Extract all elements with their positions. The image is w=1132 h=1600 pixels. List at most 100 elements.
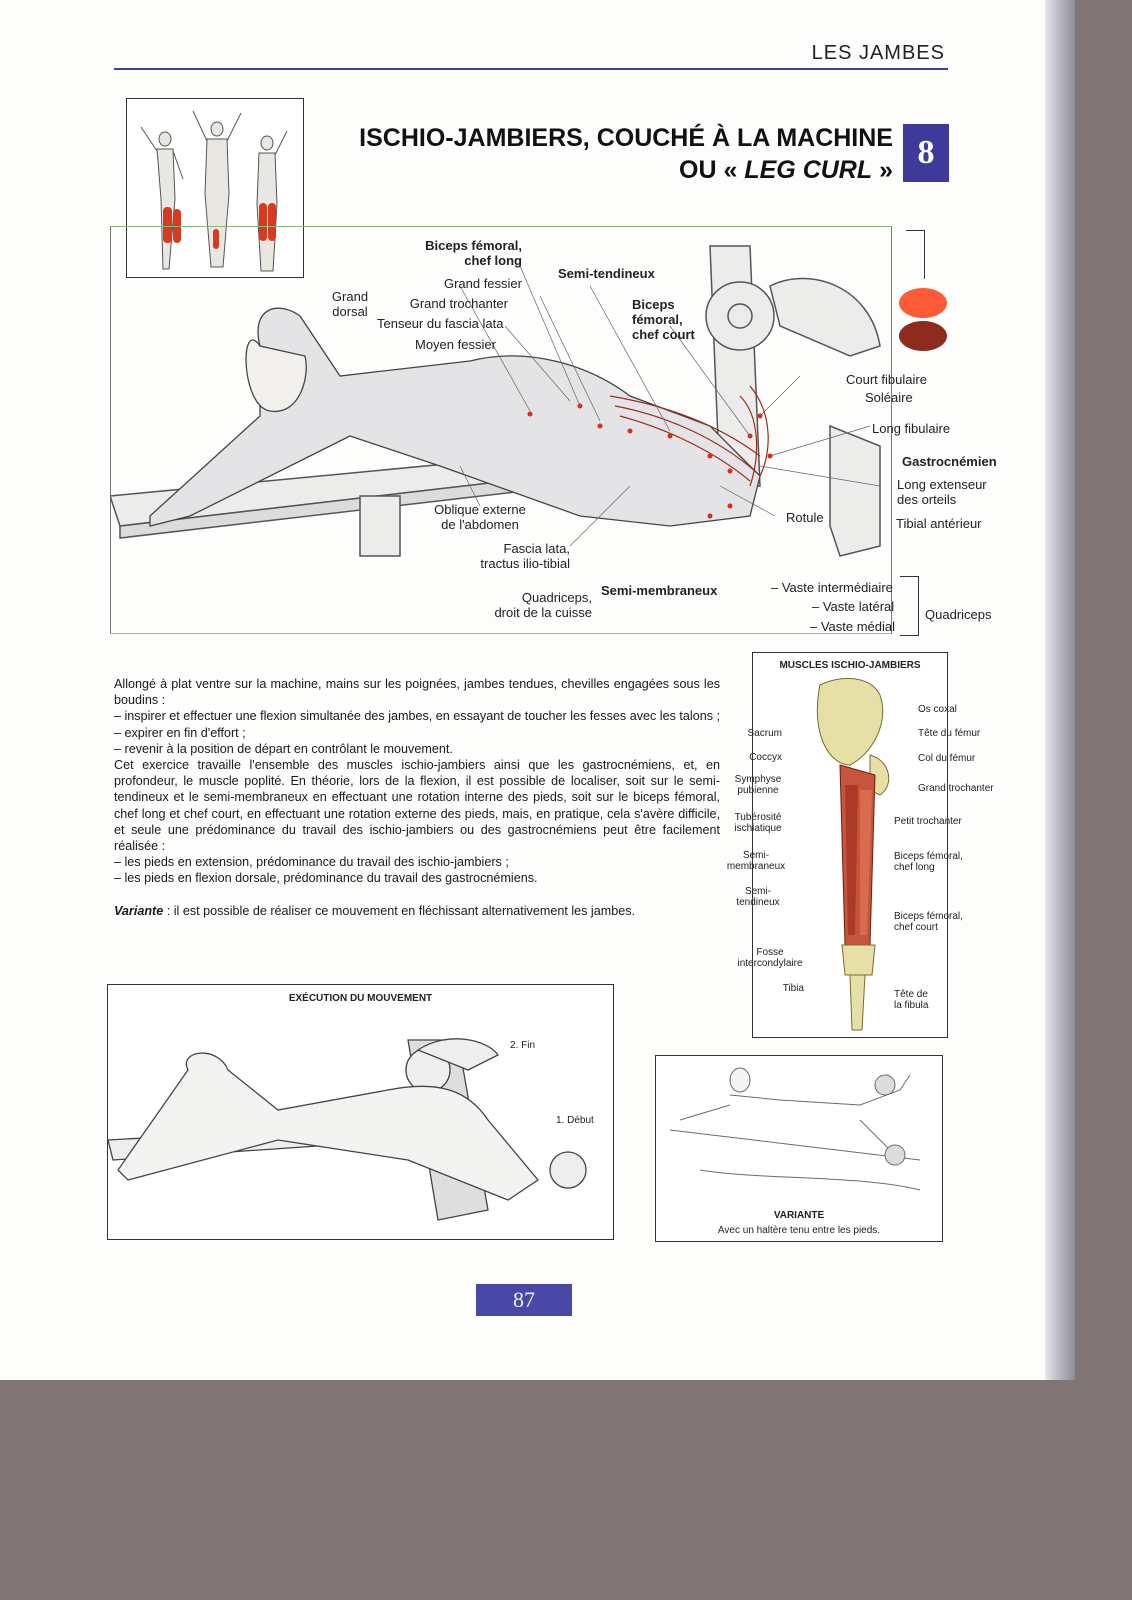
variante-title: VARIANTE <box>773 1210 825 1221</box>
variante-illustration <box>669 1067 921 1191</box>
execution-debut-label: 1. Début <box>556 1115 594 1126</box>
label-long-ext-line2: des orteils <box>897 492 957 507</box>
label-semi-tendineux-small: Semi-tendineux <box>720 886 796 908</box>
label-tuberosite-line2: ischiatique <box>734 823 782 834</box>
label-tete-fibula-line1: Tête de <box>894 989 928 1000</box>
execution-illustration <box>108 1038 587 1221</box>
exercise-number: 8 <box>903 124 949 182</box>
instruction-p5: Cet exercice travaille l'ensemble des mu… <box>114 758 720 854</box>
instruction-p4: – revenir à la position de départ en con… <box>114 741 453 756</box>
legend-bracket <box>906 230 925 279</box>
instructions-text: Allongé à plat ventre sur la machine, ma… <box>114 676 720 919</box>
subtitle-suffix: » <box>879 156 893 184</box>
label-os-coxal: Os coxal <box>918 704 957 715</box>
label-semitend-line1: Semi- <box>744 886 772 897</box>
quadriceps-bracket <box>900 576 919 636</box>
label-biceps-long-line1: Biceps fémoral, <box>425 238 522 253</box>
label-oblique-line2: de l'abdomen <box>441 517 519 532</box>
label-biceps-court-small-line2: chef court <box>894 922 938 933</box>
label-fosse-line1: Fosse <box>756 947 784 958</box>
label-long-ext-line1: Long extenseur <box>897 477 987 492</box>
variante-label: Variante <box>114 903 164 918</box>
label-petit-trochanter: Petit trochanter <box>894 816 962 827</box>
label-sacrum: Sacrum <box>747 728 782 739</box>
header-rule <box>114 68 948 70</box>
main-illustration <box>110 245 881 557</box>
label-grand-trochanter-small: Grand trochanter <box>918 783 994 794</box>
exercise-subtitle: OU « LEG CURL » <box>679 156 893 185</box>
label-col-femur: Col du fémur <box>918 753 976 764</box>
instruction-p6: – les pieds en extension, prédominance d… <box>114 855 509 870</box>
label-tibial: Tibial antérieur <box>896 516 982 531</box>
label-moyen-fessier: Moyen fessier <box>415 337 496 352</box>
label-semi-membraneux-small: Semi-membraneux <box>716 850 796 872</box>
secondary-muscle-marker <box>899 321 947 351</box>
label-quad-droit-line2: droit de la cuisse <box>494 605 592 620</box>
label-soleaire: Soléaire <box>865 390 913 405</box>
label-rotule: Rotule <box>786 510 824 525</box>
label-biceps-court-small-line1: Biceps fémoral, <box>894 911 963 922</box>
label-oblique-line1: Oblique externe <box>434 502 526 517</box>
label-tuberosite-line1: Tubérosité <box>734 812 782 823</box>
ischio-illustration <box>816 677 890 1031</box>
label-tibia: Tibia <box>782 983 804 994</box>
label-fosse-line2: intercondylaire <box>737 958 803 969</box>
label-grand-fessier: Grand fessier <box>443 276 522 291</box>
label-fascia-lata: Fascia lata,tractus ilio-tibial <box>456 541 570 571</box>
instruction-p3: – expirer en fin d'effort ; <box>114 725 246 740</box>
label-biceps-long-line2: chef long <box>464 253 522 268</box>
ischio-panel-title: MUSCLES ISCHIO-JAMBIERS <box>779 660 921 671</box>
variante-text: : il est possible de réaliser ce mouveme… <box>163 903 636 918</box>
label-biceps-long-small: Biceps fémoral,chef long <box>894 851 963 873</box>
book-page: LES JAMBES ISCHIO-JAMBIERS, COUCHÉ À LA … <box>0 0 1055 1380</box>
execution-fin-label: 2. Fin <box>510 1040 536 1051</box>
label-biceps-court-line1: Biceps <box>632 297 675 312</box>
instruction-p1: Allongé à plat ventre sur la machine, ma… <box>114 677 720 708</box>
page-number: 87 <box>476 1284 572 1316</box>
label-vaste-lateral: – Vaste latéral <box>812 599 895 614</box>
label-quad-droit-line1: Quadriceps, <box>521 590 592 605</box>
label-biceps-long-small-line1: Biceps fémoral, <box>894 851 963 862</box>
label-tete-fibula-line2: la fibula <box>894 1000 929 1011</box>
label-tete-femur: Tête du fémur <box>918 728 981 739</box>
primary-muscle-marker <box>899 288 947 318</box>
label-biceps-long: Biceps fémoral,chef long <box>400 238 522 268</box>
label-biceps-court-line3: chef court <box>632 327 695 342</box>
variante-note: Variante : il est possible de réaliser c… <box>114 903 720 919</box>
subtitle-italic: LEG CURL <box>744 156 873 184</box>
label-fascia-line1: Fascia lata, <box>503 541 570 556</box>
label-vaste-medial: – Vaste médial <box>810 619 896 634</box>
label-symphyse-line2: pubienne <box>737 785 779 796</box>
label-semi-membraneux: Semi-membraneux <box>601 583 718 598</box>
variante-caption: Avec un haltère tenu entre les pieds. <box>717 1225 881 1236</box>
exercise-title: ISCHIO-JAMBIERS, COUCHÉ À LA MACHINE <box>359 124 893 152</box>
label-quadriceps: Quadriceps <box>925 607 992 622</box>
label-fascia-line2: tractus ilio-tibial <box>480 556 570 571</box>
label-biceps-long-small-line2: chef long <box>894 862 935 873</box>
label-long-fibulaire: Long fibulaire <box>872 421 951 436</box>
page-edge <box>1045 0 1075 1380</box>
label-semimemb-line1: Semi- <box>742 850 770 861</box>
label-quadriceps-droit: Quadriceps,droit de la cuisse <box>470 590 592 620</box>
label-biceps-court-line2: fémoral, <box>632 312 683 327</box>
muscle-thumbnail <box>126 98 304 278</box>
label-semimemb-line2: membraneux <box>726 861 786 872</box>
label-court-fibulaire: Court fibulaire <box>846 372 927 387</box>
label-gastrocnemien: Gastrocnémien <box>902 454 997 469</box>
subtitle-prefix: OU « <box>679 156 738 184</box>
instruction-p2: – inspirer et effectuer une flexion simu… <box>114 709 721 724</box>
execution-title: EXÉCUTION DU MOUVEMENT <box>288 993 433 1004</box>
main-illustration-frame <box>110 226 892 634</box>
label-biceps-court-small: Biceps fémoral,chef court <box>894 911 963 933</box>
label-tenseur: Tenseur du fascia lata <box>377 316 504 331</box>
label-symphyse-line1: Symphyse <box>734 774 782 785</box>
label-vaste-intermediaire: – Vaste intermédiaire <box>771 580 893 595</box>
